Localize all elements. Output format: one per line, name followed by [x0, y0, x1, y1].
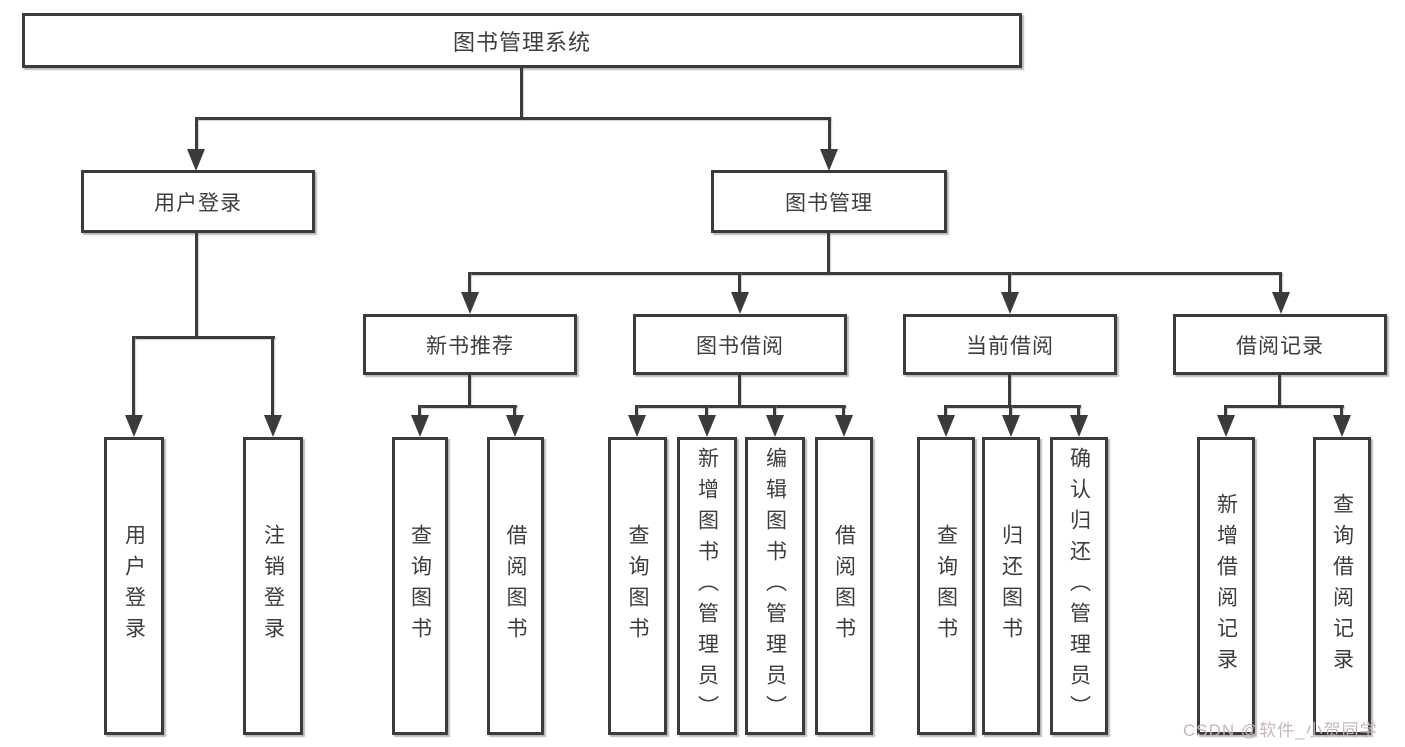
leaf-confirm-return-admin: 确认归还（管理员）: [1050, 437, 1108, 735]
connector-b2-drop: [705, 405, 708, 421]
leaf-query-books-borrowing: 查询图书: [608, 437, 667, 735]
arrowhead-c1-icon: [937, 415, 955, 437]
connector-book-mgmt-drop: [828, 117, 831, 153]
connector-c2-drop: [1009, 405, 1012, 421]
arrowhead-c3-icon: [1070, 415, 1088, 437]
connector-d2-drop: [1340, 405, 1343, 421]
arrowhead-b3-icon: [766, 415, 784, 437]
connector-current-borrow-drop: [1008, 272, 1011, 296]
arrowhead-book-mgmt-icon: [820, 149, 838, 171]
connector-current-borrow-stem: [1008, 375, 1011, 407]
connector-borrow-records-split: [1224, 405, 1344, 408]
leaf-borrow-books-borrowing-label: 借阅图书: [832, 524, 856, 648]
connector-book-mgmt-split: [468, 272, 1282, 275]
connector-leaf-logout-drop: [271, 336, 274, 419]
connector-borrow-records-drop: [1279, 272, 1282, 296]
connector-a1-drop: [418, 405, 421, 421]
connector-a2-drop: [513, 405, 516, 421]
leaf-query-books-recommend-label: 查询图书: [408, 524, 432, 648]
connector-b4-drop: [842, 405, 845, 421]
connector-b1-drop: [635, 405, 638, 421]
node-current-borrowing: 当前借阅: [903, 314, 1117, 375]
connector-new-book-drop: [468, 272, 471, 296]
leaf-user-login-label: 用户登录: [122, 524, 146, 648]
leaf-borrow-books-borrowing: 借阅图书: [815, 437, 873, 735]
arrowhead-a1-icon: [411, 415, 429, 437]
connector-root-split: [195, 117, 831, 120]
connector-c3-drop: [1077, 405, 1080, 421]
arrowhead-leaf-user-login-icon: [125, 415, 143, 437]
leaf-edit-book-admin-label: 编辑图书（管理员）: [763, 446, 787, 726]
arrowhead-b1-icon: [628, 415, 646, 437]
leaf-query-borrow-record: 查询借阅记录: [1313, 437, 1371, 735]
leaf-user-login: 用户登录: [104, 437, 164, 735]
connector-current-borrow-split: [944, 405, 1081, 408]
connector-leaf-user-login-drop: [132, 336, 135, 419]
leaf-confirm-return-admin-label: 确认归还（管理员）: [1067, 446, 1091, 726]
arrowhead-d1-icon: [1217, 415, 1235, 437]
connector-book-borrow-split: [635, 405, 846, 408]
leaf-return-book: 归还图书: [982, 437, 1040, 735]
node-user-login: 用户登录: [81, 170, 315, 233]
connector-root-stem: [520, 68, 523, 119]
arrowhead-user-login-icon: [187, 149, 205, 171]
arrowhead-d2-icon: [1333, 415, 1351, 437]
leaf-add-book-admin: 新增图书（管理员）: [677, 437, 737, 735]
connector-book-borrow-drop: [738, 272, 741, 296]
connector-borrow-records-stem: [1278, 375, 1281, 407]
leaf-return-book-label: 归还图书: [999, 524, 1023, 648]
csdn-watermark: CSDN @软件_小贺同学: [1183, 721, 1378, 740]
leaf-borrow-books-recommend: 借阅图书: [487, 437, 544, 735]
connector-b3-drop: [773, 405, 776, 421]
leaf-borrow-books-recommend-label: 借阅图书: [504, 524, 527, 648]
connector-c1-drop: [944, 405, 947, 421]
leaf-logout: 注销登录: [243, 437, 303, 735]
leaf-query-borrow-record-label: 查询借阅记录: [1330, 493, 1354, 679]
node-book-management: 图书管理: [711, 170, 947, 233]
leaf-query-books-borrowing-label: 查询图书: [626, 524, 649, 648]
connector-book-borrow-stem: [738, 375, 741, 407]
leaf-query-books-current-label: 查询图书: [934, 524, 958, 648]
node-library-management-system: 图书管理系统: [22, 13, 1022, 68]
arrowhead-book-borrow-icon: [731, 292, 749, 314]
arrowhead-c2-icon: [1002, 415, 1020, 437]
arrowhead-borrow-records-icon: [1272, 292, 1290, 314]
leaf-query-books-current: 查询图书: [917, 437, 975, 735]
connector-user-login-stem: [195, 233, 198, 336]
node-new-book-recommendation: 新书推荐: [363, 314, 577, 375]
leaf-add-borrow-record-label: 新增借阅记录: [1214, 493, 1238, 679]
connector-book-mgmt-stem: [827, 233, 830, 274]
connector-new-book-stem: [468, 375, 471, 407]
node-borrowing-records: 借阅记录: [1173, 314, 1387, 375]
leaf-add-borrow-record: 新增借阅记录: [1197, 437, 1255, 735]
arrowhead-leaf-logout-icon: [264, 415, 282, 437]
node-book-borrowing: 图书借阅: [633, 314, 847, 375]
connector-user-login-drop: [195, 117, 198, 153]
connector-d1-drop: [1224, 405, 1227, 421]
arrowhead-b2-icon: [698, 415, 716, 437]
leaf-logout-label: 注销登录: [261, 524, 285, 648]
leaf-edit-book-admin: 编辑图书（管理员）: [745, 437, 805, 735]
arrowhead-current-borrow-icon: [1001, 292, 1019, 314]
leaf-query-books-recommend: 查询图书: [392, 437, 448, 735]
arrowhead-a2-icon: [506, 415, 524, 437]
connector-user-login-split: [132, 336, 275, 339]
arrowhead-new-book-icon: [461, 292, 479, 314]
arrowhead-b4-icon: [835, 415, 853, 437]
leaf-add-book-admin-label: 新增图书（管理员）: [695, 446, 719, 726]
connector-new-book-split: [418, 405, 517, 408]
